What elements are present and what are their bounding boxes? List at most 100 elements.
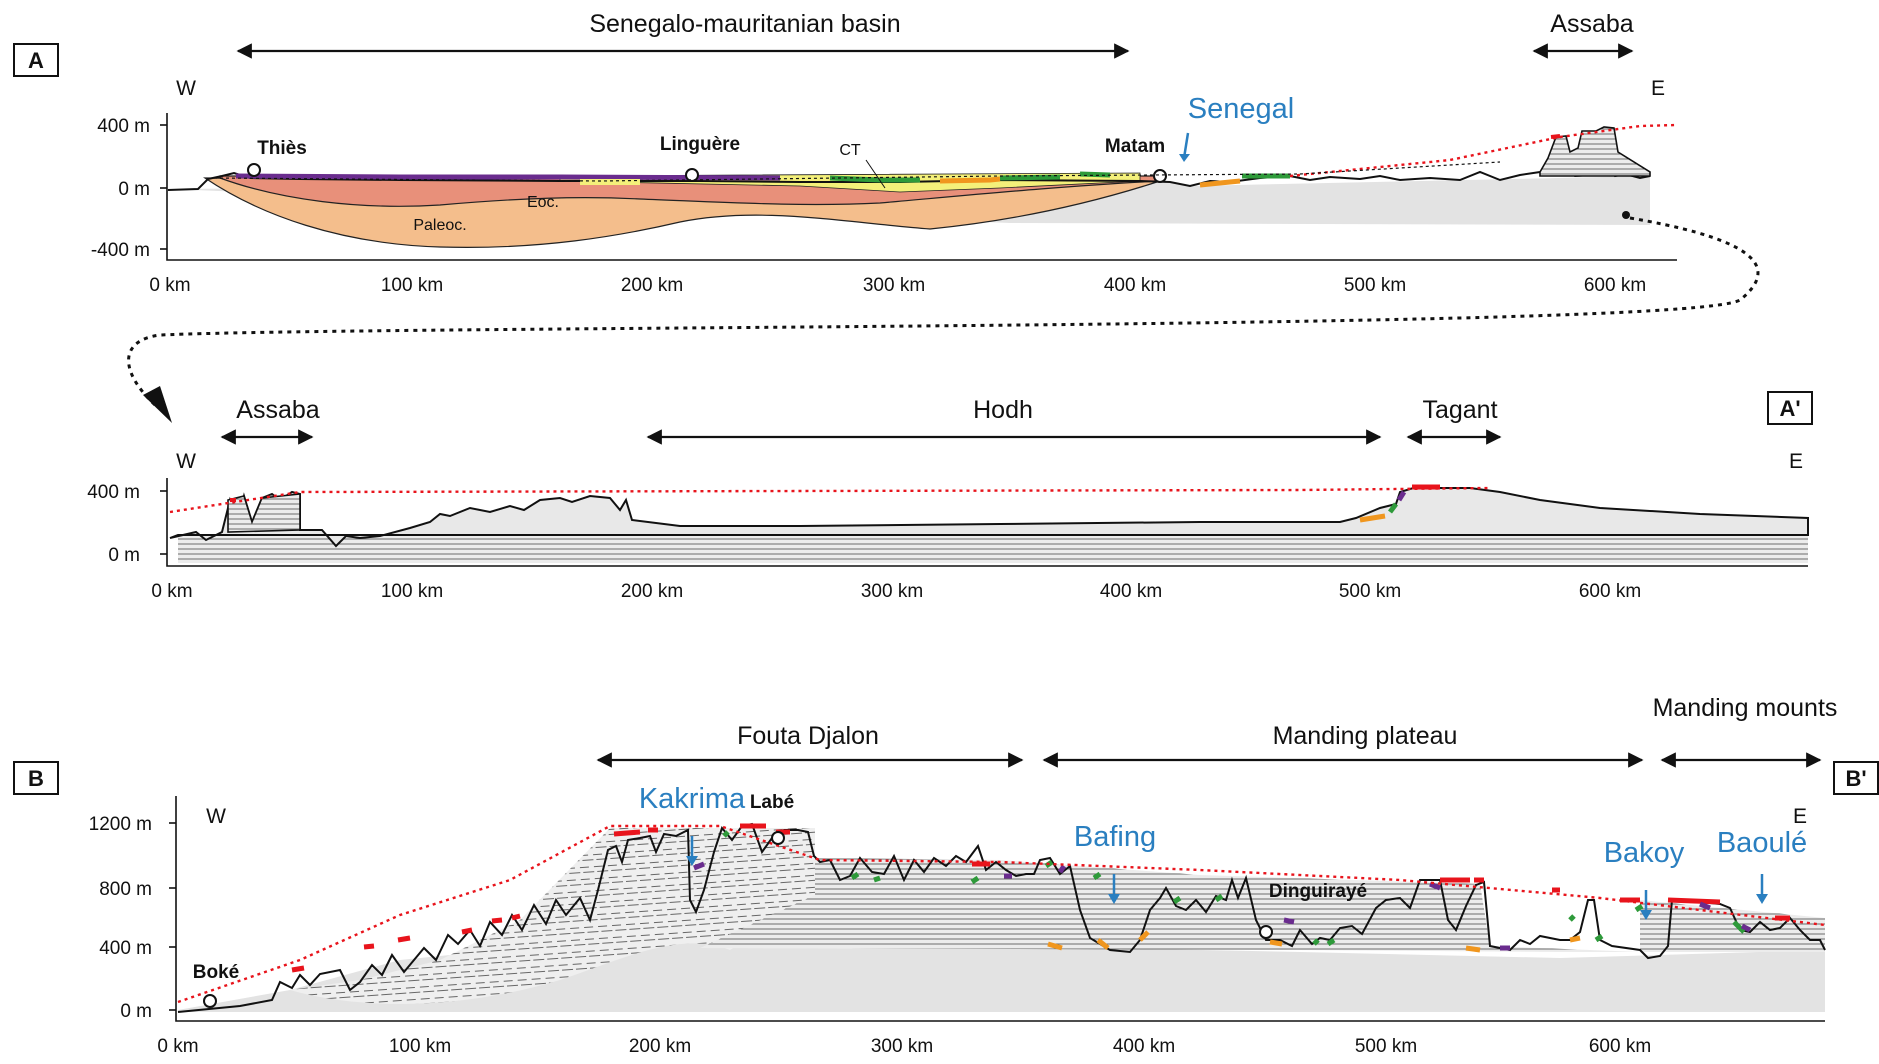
region-assaba-a: Assaba [1550, 10, 1633, 38]
region-senegalo-mauritanian-basin: Senegalo-mauritanian basin [589, 10, 900, 38]
axis-a [166, 113, 1677, 261]
east-label-a: E [1651, 77, 1665, 100]
section-b-label-box [13, 761, 59, 795]
xtick-b-600: 600 km [1589, 1036, 1651, 1057]
ytick-b-0: 0 m [120, 1001, 152, 1022]
bafing-arrowhead-icon [1108, 894, 1120, 904]
hatched-basement-a2 [178, 535, 1808, 563]
xtick-a-200: 200 km [621, 275, 683, 296]
ytick-b-400: 400 m [99, 938, 152, 959]
connector-start-dot [1622, 211, 1630, 219]
envelope-line-a [1289, 123, 1677, 178]
river-bakoy: Bakoy [1604, 837, 1685, 869]
surfaces-b [291, 823, 1790, 973]
section-a: A Senegalo-mauritanian basin Assaba W E … [13, 10, 1760, 423]
labe-marker [771, 831, 785, 845]
dotted-reference-a [213, 161, 1501, 182]
section-a-label-box [13, 43, 59, 77]
town-matam: Matam [1105, 136, 1165, 157]
town-boke: Boké [193, 962, 239, 983]
connector-arrowhead-icon [143, 386, 172, 423]
axis-a2 [166, 478, 1808, 567]
y-ticks-a2: 400 m 0 m [87, 482, 167, 566]
purple-surface-a [235, 173, 781, 181]
region-fouta-djalon: Fouta Djalon [737, 722, 879, 750]
assaba-block-a [1539, 126, 1651, 177]
xtick-a-0: 0 km [149, 275, 190, 296]
dinguiraye-marker [1259, 925, 1273, 939]
unit-paleoc: Paleoc. [413, 217, 466, 234]
purple-surface-a2 [1396, 490, 1407, 502]
region-manding-mounts: Manding mounts [1653, 694, 1838, 722]
envelope-line-a2 [169, 486, 1491, 514]
unit-ct-leader [865, 159, 886, 189]
town-dinguiraye: Dinguirayé [1269, 881, 1367, 902]
town-linguere: Linguère [660, 134, 740, 155]
xtick-a2-200: 200 km [621, 581, 683, 602]
river-senegal: Senegal [1188, 93, 1294, 125]
x-ticks-b: 0 km 100 km 200 km 300 km 400 km 500 km … [157, 1036, 1651, 1057]
ytick-b-800: 800 m [99, 879, 152, 900]
section-connector [127, 216, 1760, 407]
xtick-b-500: 500 km [1355, 1036, 1417, 1057]
tilted-sequence-b [290, 828, 815, 1004]
x-ticks-a2: 0 km 100 km 200 km 300 km 400 km 500 km … [151, 581, 1641, 602]
xtick-b-400: 400 km [1113, 1036, 1175, 1057]
river-baoule: Baoulé [1717, 827, 1807, 859]
thies-marker [247, 163, 261, 177]
east-label-a2: E [1789, 450, 1803, 473]
xtick-b-200: 200 km [629, 1036, 691, 1057]
xtick-a2-600: 600 km [1579, 581, 1641, 602]
xtick-b-100: 100 km [389, 1036, 451, 1057]
xtick-a2-300: 300 km [861, 581, 923, 602]
orange-surface-a2 [1359, 513, 1386, 523]
envelope-line-b [177, 824, 1826, 1004]
town-labe: Labé [750, 792, 794, 813]
baoule-arrowhead-icon [1756, 894, 1768, 904]
xtick-a-100: 100 km [381, 275, 443, 296]
region-hodh: Hodh [973, 396, 1033, 424]
xtick-a2-0: 0 km [151, 581, 192, 602]
y-ticks-b: 1200 m 800 m 400 m 0 m [89, 814, 176, 1022]
xtick-b-300: 300 km [871, 1036, 933, 1057]
xtick-a2-500: 500 km [1339, 581, 1401, 602]
axis-b [175, 796, 1825, 1022]
river-kakrima: Kakrima [639, 783, 746, 815]
section-a-continued: A' Assaba Hodh Tagant W E 400 m 0 m 0 km… [87, 391, 1813, 602]
assaba-block-a2 [227, 493, 301, 533]
boke-marker [203, 994, 217, 1008]
ytick-a-minus400: -400 m [91, 240, 150, 261]
west-label-a: W [176, 77, 196, 100]
senegal-arrow-icon [1182, 132, 1190, 159]
section-a-end-label-box [1767, 391, 1813, 425]
xtick-a-300: 300 km [863, 275, 925, 296]
section-b-end-label: B' [1845, 766, 1866, 791]
section-b-label: B [28, 766, 44, 791]
xtick-a2-400: 400 km [1100, 581, 1162, 602]
orange-surfaces-a [939, 176, 1241, 188]
xtick-a-500: 500 km [1344, 275, 1406, 296]
west-label-a2: W [176, 450, 196, 473]
matam-marker [1153, 169, 1167, 183]
xtick-a2-100: 100 km [381, 581, 443, 602]
xtick-b-0: 0 km [157, 1036, 198, 1057]
kakrima-arrowhead-icon [686, 856, 698, 866]
river-bafing: Bafing [1074, 821, 1156, 853]
ytick-a-0: 0 m [118, 179, 150, 200]
region-manding-plateau: Manding plateau [1273, 722, 1458, 750]
region-assaba-a2: Assaba [236, 396, 319, 424]
section-b: B B' Fouta Djalon Manding plateau Mandin… [13, 694, 1879, 1057]
unit-eoc: Eoc. [527, 194, 559, 211]
region-tagant: Tagant [1422, 396, 1497, 424]
west-label-b: W [206, 805, 226, 828]
ytick-a-400: 400 m [97, 116, 150, 137]
red-surface-a [1550, 134, 1561, 139]
linguere-marker [685, 168, 699, 182]
town-thies: Thiès [257, 138, 307, 159]
ytick-a2-400: 400 m [87, 482, 140, 503]
xtick-a-600: 600 km [1584, 275, 1646, 296]
unit-ct: CT [839, 142, 861, 159]
section-a-end-label: A' [1779, 396, 1800, 421]
y-ticks-a: 400 m 0 m -400 m [91, 116, 167, 261]
